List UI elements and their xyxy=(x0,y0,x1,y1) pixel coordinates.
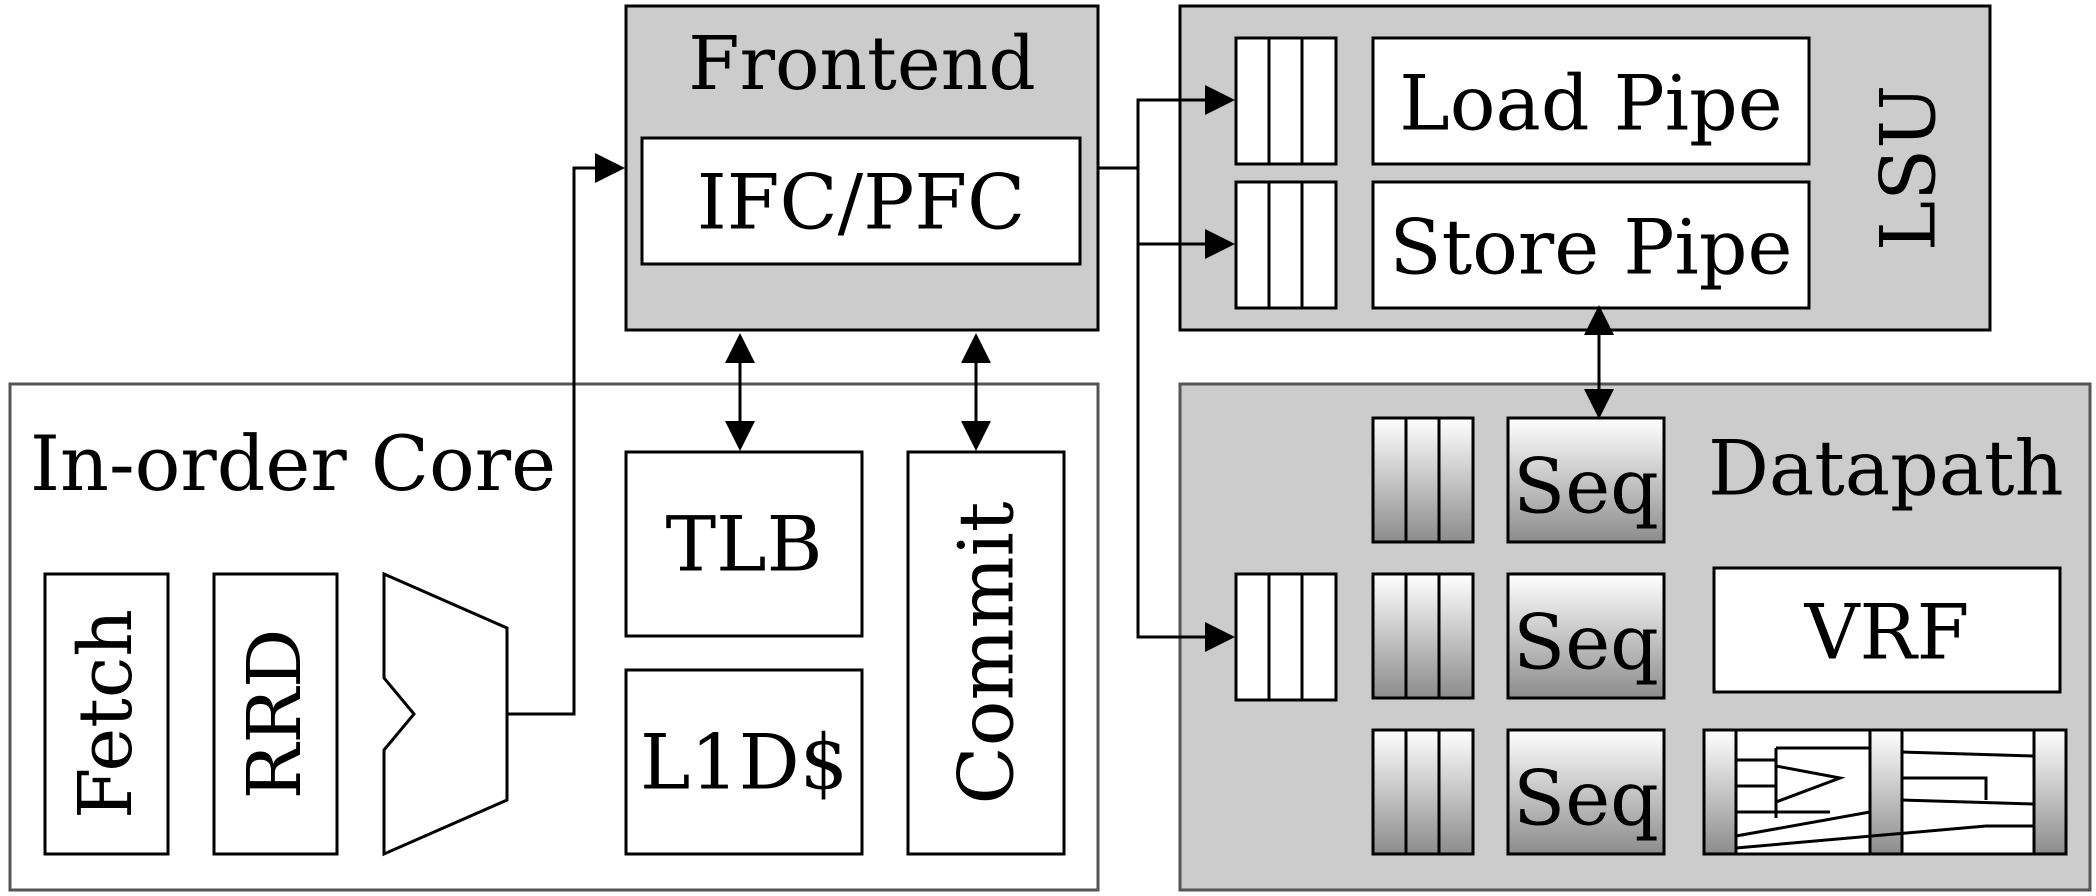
datapath-label: Datapath xyxy=(1708,424,2064,513)
datapath-issue-queue xyxy=(1234,572,1338,702)
lane-queue-2 xyxy=(1371,572,1475,700)
commit-block: Commit xyxy=(906,450,1066,856)
seq-label-3: Seq xyxy=(1513,754,1659,843)
seq-label-2: Seq xyxy=(1513,598,1659,687)
load-pipe-label: Load Pipe xyxy=(1399,59,1782,148)
in-order-core-label: In-order Core xyxy=(30,419,556,508)
fetch-label: Fetch xyxy=(63,609,149,819)
crossbar-unit xyxy=(1702,728,2068,856)
ifc-pfc-block: IFC/PFC xyxy=(640,136,1082,266)
commit-label: Commit xyxy=(942,502,1031,805)
store-pipe-block: Store Pipe xyxy=(1371,180,1811,310)
tlb-block: TLB xyxy=(624,450,864,638)
l1d-label: L1D$ xyxy=(640,718,848,807)
execute-alu-shape xyxy=(382,571,509,857)
frontend-label: Frontend xyxy=(688,21,1036,107)
store-queue xyxy=(1234,180,1338,310)
vrf-block: VRF xyxy=(1712,566,2062,694)
datapath-block: Datapath Seq Seq xyxy=(1178,382,2092,892)
sequencer-1: Seq xyxy=(1506,416,1666,544)
load-queue xyxy=(1234,36,1338,166)
ifc-pfc-label: IFC/PFC xyxy=(697,158,1026,247)
vrf-label: VRF xyxy=(1804,588,1970,677)
load-pipe-block: Load Pipe xyxy=(1371,36,1811,166)
lsu-block: LSU Load Pipe Store Pipe xyxy=(1178,4,1992,332)
sequencer-2: Seq xyxy=(1506,572,1666,700)
store-pipe-label: Store Pipe xyxy=(1390,203,1793,292)
l1d-cache-block: L1D$ xyxy=(624,668,864,856)
in-order-core-block: In-order Core Fetch RRD TLB L1D$ Commit xyxy=(8,382,1100,892)
core-to-frontend-arrow xyxy=(507,153,625,716)
frontend-to-load-queue-arrow xyxy=(1098,85,1235,170)
lane-queue-3 xyxy=(1371,728,1475,856)
rrd-stage: RRD xyxy=(212,572,339,856)
tlb-label: TLB xyxy=(665,500,822,589)
lsu-label: LSU xyxy=(1864,85,1953,252)
sequencer-3: Seq xyxy=(1506,728,1666,856)
lane-queue-1 xyxy=(1371,416,1475,544)
rrd-label: RRD xyxy=(232,629,318,800)
seq-label-1: Seq xyxy=(1513,442,1659,531)
connections xyxy=(507,85,1614,716)
fetch-stage: Fetch xyxy=(43,572,170,856)
frontend-to-datapath-arrow xyxy=(1136,244,1235,652)
frontend-block: Frontend IFC/PFC xyxy=(624,4,1100,332)
